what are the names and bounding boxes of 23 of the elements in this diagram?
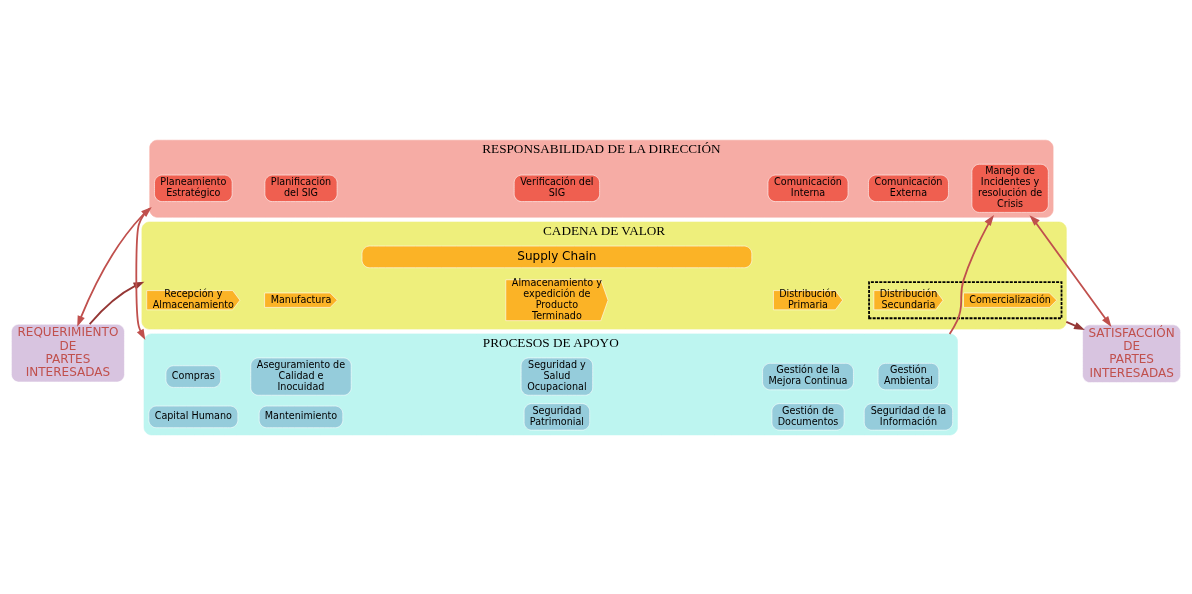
node-box: Compras (165, 364, 221, 388)
node-box: Verificación del SIG (513, 174, 600, 202)
arrow (948, 214, 994, 335)
node-box: Mantenimiento (258, 405, 344, 428)
node-box: Manejo de Incidentes y resolución de Crisis (971, 163, 1049, 213)
node-box: Seguridad Patrimonial (523, 402, 590, 430)
node-box: Planificación del SIG (264, 174, 338, 202)
node-box: Seguridad y Salud Ocupacional (520, 357, 593, 396)
arrow (1029, 214, 1112, 327)
node-box: Gestión de Documentos (771, 402, 845, 430)
node-box: REQUERIMIENTO DE PARTES INTERESADAS (11, 323, 125, 382)
node-box: Seguridad de la Información (863, 402, 953, 430)
cluster (868, 280, 1063, 319)
node-box: Comunicación Externa (868, 174, 949, 202)
node-box: Gestión de la Mejora Continua (762, 362, 854, 390)
node-box: SATISFACCIÓN DE PARTES INTERESADAS (1082, 324, 1181, 383)
node-box: Gestión Ambiental (877, 362, 940, 390)
node-box: Aseguramiento de Calidad e Inocuidad (250, 357, 352, 396)
node-box: Capital Humano (148, 405, 239, 428)
arrow (1065, 320, 1085, 330)
node-box: Supply Chain (361, 245, 753, 268)
node-box: Comunicación Interna (767, 174, 849, 202)
node-box: Planeamiento Estratégico (154, 174, 233, 202)
